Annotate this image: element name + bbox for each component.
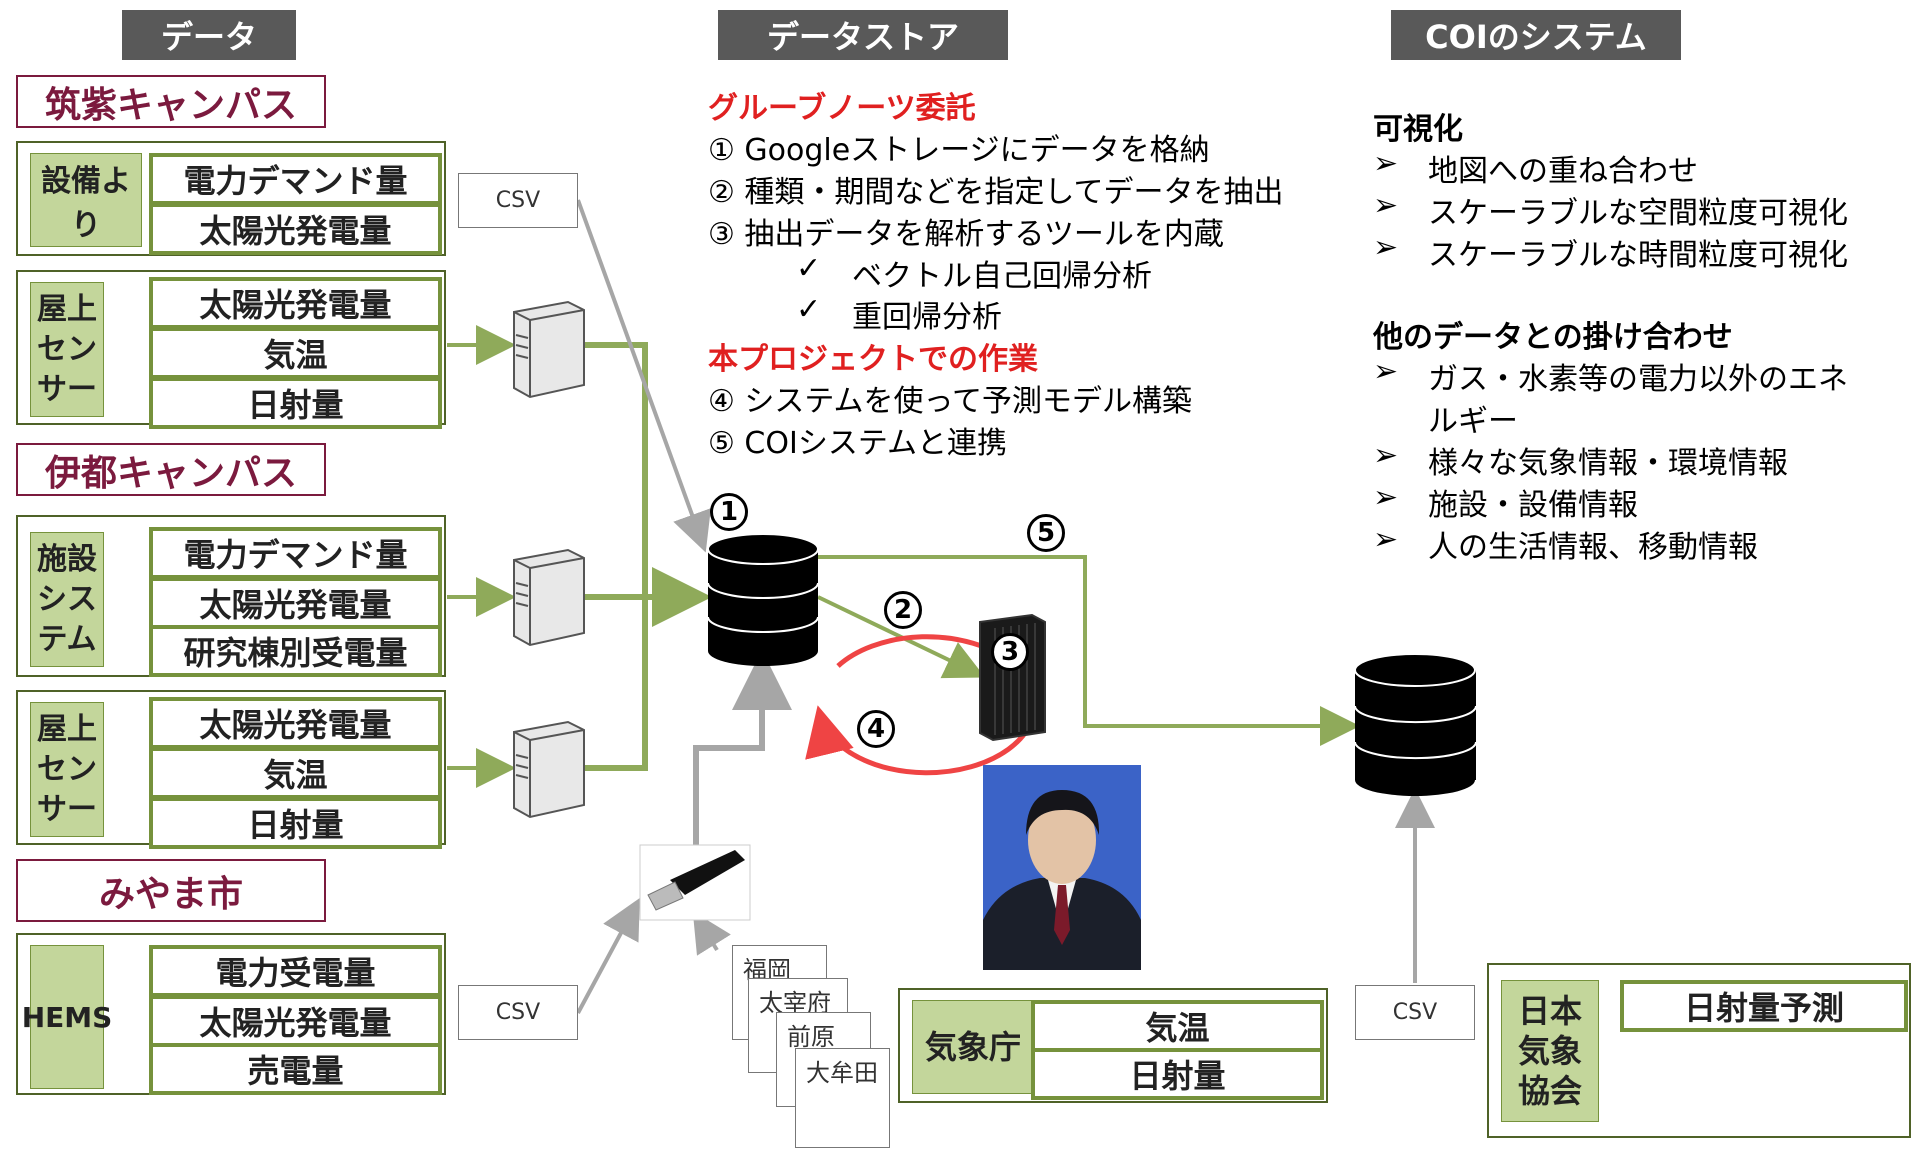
coi-item: ガス・水素等の電力以外のエネ xyxy=(1428,362,1848,397)
source-label: HEMS xyxy=(22,945,112,1089)
step-marker-3: 3 xyxy=(991,633,1029,671)
store-step-1: ① Googleストレージにデータを格納 xyxy=(708,133,1210,168)
store-check-var: ベクトル自己回帰分析 xyxy=(852,259,1152,294)
data-group-rooftop-sensor: 屋上センサー 太陽光発電量 気温 日射量 xyxy=(16,690,446,849)
check-icon: ✓ xyxy=(796,251,822,286)
data-item: 電力デマンド量 xyxy=(149,527,442,579)
bullet-icon: ➢ xyxy=(1373,354,1399,389)
data-group-rooftop-sensor: 屋上センサー 太陽光発電量 気温 日射量 xyxy=(16,270,446,429)
csv-file-icon: CSV xyxy=(458,985,578,1040)
coi-item: スケーラブルな空間粒度可視化 xyxy=(1428,196,1848,231)
coi-item: 様々な気象情報・環境情報 xyxy=(1428,446,1788,481)
data-item: 日射量予測 xyxy=(1620,980,1908,1032)
source-label: 屋上センサー xyxy=(30,702,104,837)
coi-heading-other-data: 他のデータとの掛け合わせ xyxy=(1373,320,1733,355)
line-store-analysis xyxy=(817,595,986,679)
data-group-facility-system: 施設システム 電力デマンド量 太陽光発電量 研究棟別受電量 xyxy=(16,515,446,677)
source-label: 気象庁 xyxy=(912,1000,1034,1094)
usb-icon xyxy=(639,844,751,921)
source-label: 屋上センサー xyxy=(30,282,104,417)
store-step-5: ⑤ COIシステムと連携 xyxy=(708,426,1007,461)
data-item: 研究棟別受電量 xyxy=(149,625,442,677)
data-item: 太陽光発電量 xyxy=(149,697,442,749)
bullet-icon: ➢ xyxy=(1373,230,1399,265)
person-photo xyxy=(983,765,1141,970)
data-item: 電力受電量 xyxy=(149,945,442,997)
coi-database-icon xyxy=(1354,653,1477,796)
check-icon: ✓ xyxy=(796,292,822,327)
data-item: 気温 xyxy=(149,747,442,799)
data-item: 日射量 xyxy=(149,377,442,429)
header-data: データ xyxy=(122,10,296,60)
data-item: 日射量 xyxy=(1031,1048,1324,1100)
csv-file-icon: CSV xyxy=(458,173,578,228)
data-item: 売電量 xyxy=(149,1043,442,1095)
step-marker-1: 1 xyxy=(710,493,748,531)
source-label: 設備より xyxy=(30,153,142,247)
store-heading-groovenotes: グルーブノーツ委託 xyxy=(708,91,976,126)
data-item: 太陽光発電量 xyxy=(149,577,442,629)
coi-heading-visualization: 可視化 xyxy=(1373,112,1463,147)
data-item: 太陽光発電量 xyxy=(149,995,442,1047)
line-server3-store xyxy=(585,597,648,771)
header-coi-system: COIのシステム xyxy=(1391,10,1681,60)
data-item: 電力デマンド量 xyxy=(149,153,442,205)
line-server1-store xyxy=(585,342,648,597)
bullet-icon: ➢ xyxy=(1373,146,1399,181)
paper-document: 大牟田 xyxy=(795,1048,890,1148)
store-step-2: ② 種類・期間などを指定してデータを抽出 xyxy=(708,175,1284,210)
location-miyama: みやま市 xyxy=(16,859,326,922)
line-usb-store xyxy=(693,650,792,865)
step-marker-5: 5 xyxy=(1027,514,1065,552)
header-datastore: データストア xyxy=(718,10,1008,60)
line-papers-usb xyxy=(692,911,731,956)
bullet-icon: ➢ xyxy=(1373,188,1399,223)
data-group-jma: 気象庁 気温 日射量 xyxy=(898,988,1328,1103)
source-label: 日本気象協会 xyxy=(1501,980,1599,1122)
data-item: 太陽光発電量 xyxy=(149,203,442,255)
server-icon xyxy=(513,548,585,647)
store-step-4: ④ システムを使って予測モデル構築 xyxy=(708,384,1193,419)
csv-file-icon: CSV xyxy=(1355,985,1475,1040)
data-group-jwa: 日本気象協会 日射量予測 xyxy=(1487,963,1911,1138)
data-item: 気温 xyxy=(1031,1000,1324,1052)
server-icon xyxy=(513,300,585,399)
location-chikushi: 筑紫キャンパス xyxy=(16,75,326,128)
data-item: 気温 xyxy=(149,327,442,379)
bullet-icon: ➢ xyxy=(1373,522,1399,557)
coi-item: 地図への重ね合わせ xyxy=(1428,154,1698,189)
location-ito: 伊都キャンパス xyxy=(16,443,326,496)
store-heading-project: 本プロジェクトでの作業 xyxy=(708,342,1038,377)
coi-item: スケーラブルな時間粒度可視化 xyxy=(1428,238,1848,273)
coi-item: 施設・設備情報 xyxy=(1428,488,1638,523)
line-csv-store xyxy=(576,199,711,553)
step-marker-4: 4 xyxy=(857,710,895,748)
data-group-equipment: 設備より 電力デマンド量 太陽光発電量 xyxy=(16,141,446,256)
data-group-hems: HEMS 電力受電量 太陽光発電量 売電量 xyxy=(16,933,446,1095)
store-step-3: ③ 抽出データを解析するツールを内蔵 xyxy=(708,217,1224,252)
line-store-coi xyxy=(818,555,1360,746)
bullet-icon: ➢ xyxy=(1373,480,1399,515)
bullet-icon: ➢ xyxy=(1373,438,1399,473)
line-csv-usb xyxy=(576,897,640,1014)
server-icon xyxy=(513,720,585,819)
source-label: 施設システム xyxy=(30,532,104,667)
coi-item-continued: ルギー xyxy=(1428,404,1518,439)
data-item: 太陽光発電量 xyxy=(149,277,442,329)
coi-item: 人の生活情報、移動情報 xyxy=(1428,530,1758,565)
database-icon xyxy=(707,533,819,666)
store-check-regression: 重回帰分析 xyxy=(852,300,1002,335)
step-marker-2: 2 xyxy=(884,591,922,629)
data-item: 日射量 xyxy=(149,797,442,849)
